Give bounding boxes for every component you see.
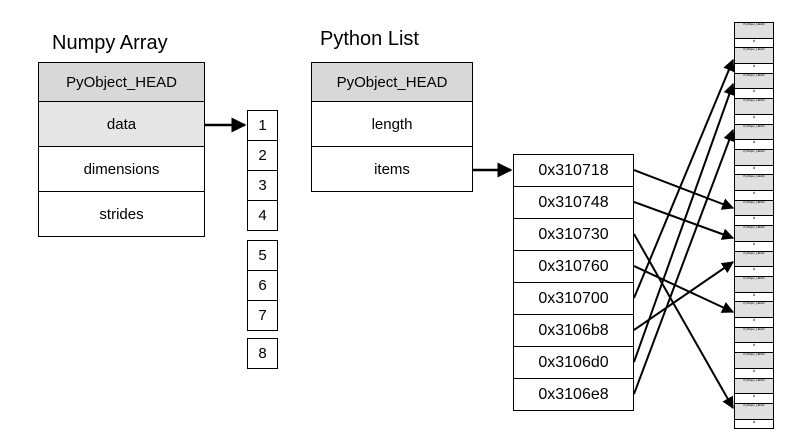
address-pointer-arrow	[633, 82, 736, 363]
address-pointer-arrow	[633, 233, 734, 410]
address-cell: 0x3106e8	[513, 378, 634, 411]
object-value: d	[735, 292, 773, 302]
python-list-title: Python List	[320, 28, 419, 50]
object-value: d	[735, 368, 773, 378]
address-pointer-arrow	[633, 201, 735, 240]
object-value: d	[735, 165, 773, 175]
object-head: PyObjec_HEAD	[735, 404, 773, 420]
object-value: d	[735, 394, 773, 403]
data-cell: 6	[247, 270, 278, 301]
data-cell: 2	[247, 140, 278, 171]
object-head: PyObjec_HEAD	[735, 23, 773, 39]
object-head: PyObjec_HEAD	[735, 150, 773, 166]
object-head: PyObjec_HEAD	[735, 277, 773, 293]
list-pyobject-head: PyObject_HEAD	[311, 62, 473, 102]
data-cell: 8	[247, 338, 278, 369]
object-value: d	[735, 318, 773, 327]
object-head: PyObjec_HEAD	[735, 175, 773, 192]
object-head: PyObjec_HEAD	[735, 327, 773, 344]
address-cell: 0x310748	[513, 186, 634, 219]
object-head: PyObjec_HEAD	[735, 302, 773, 319]
object-head: PyObjec_HEAD	[735, 99, 773, 115]
object-value: d	[735, 216, 773, 226]
object-value: d	[735, 419, 773, 429]
object-head: PyObjec_HEAD	[735, 251, 773, 268]
object-value: d	[735, 241, 773, 251]
object-value: d	[735, 114, 773, 124]
address-pointer-arrow	[633, 58, 735, 299]
address-cell: 0x310718	[513, 154, 634, 187]
object-value: d	[735, 38, 773, 48]
address-cell: 0x3106b8	[513, 314, 634, 347]
object-head: PyObjec_HEAD	[735, 226, 773, 242]
data-cell: 1	[247, 110, 278, 141]
list-items-field: items	[311, 146, 473, 192]
object-head: PyObjec_HEAD	[735, 378, 773, 395]
numpy-strides-field: strides	[38, 191, 205, 237]
object-value: d	[735, 140, 773, 149]
object-head: PyObjec_HEAD	[735, 200, 773, 217]
object-head: PyObjec_HEAD	[735, 73, 773, 90]
numpy-data-field: data	[38, 101, 205, 147]
object-value: d	[735, 267, 773, 276]
numpy-array-title: Numpy Array	[52, 32, 168, 54]
data-cell: 4	[247, 200, 278, 231]
object-value: d	[735, 64, 773, 73]
object-head: PyObjec_HEAD	[735, 353, 773, 369]
object-value: d	[735, 343, 773, 353]
data-cell: 7	[247, 300, 278, 331]
address-pointer-arrow	[633, 261, 734, 331]
object-head: PyObjec_HEAD	[735, 124, 773, 141]
address-pointer-arrow	[633, 128, 735, 395]
address-pointer-arrow	[633, 169, 735, 210]
object-head: PyObjec_HEAD	[735, 48, 773, 65]
address-cell: 0x310700	[513, 282, 634, 315]
address-pointer-arrow	[633, 265, 735, 313]
data-cell: 5	[247, 240, 278, 271]
object-value: d	[735, 191, 773, 200]
address-cell: 0x310730	[513, 218, 634, 251]
object-value: d	[735, 89, 773, 99]
